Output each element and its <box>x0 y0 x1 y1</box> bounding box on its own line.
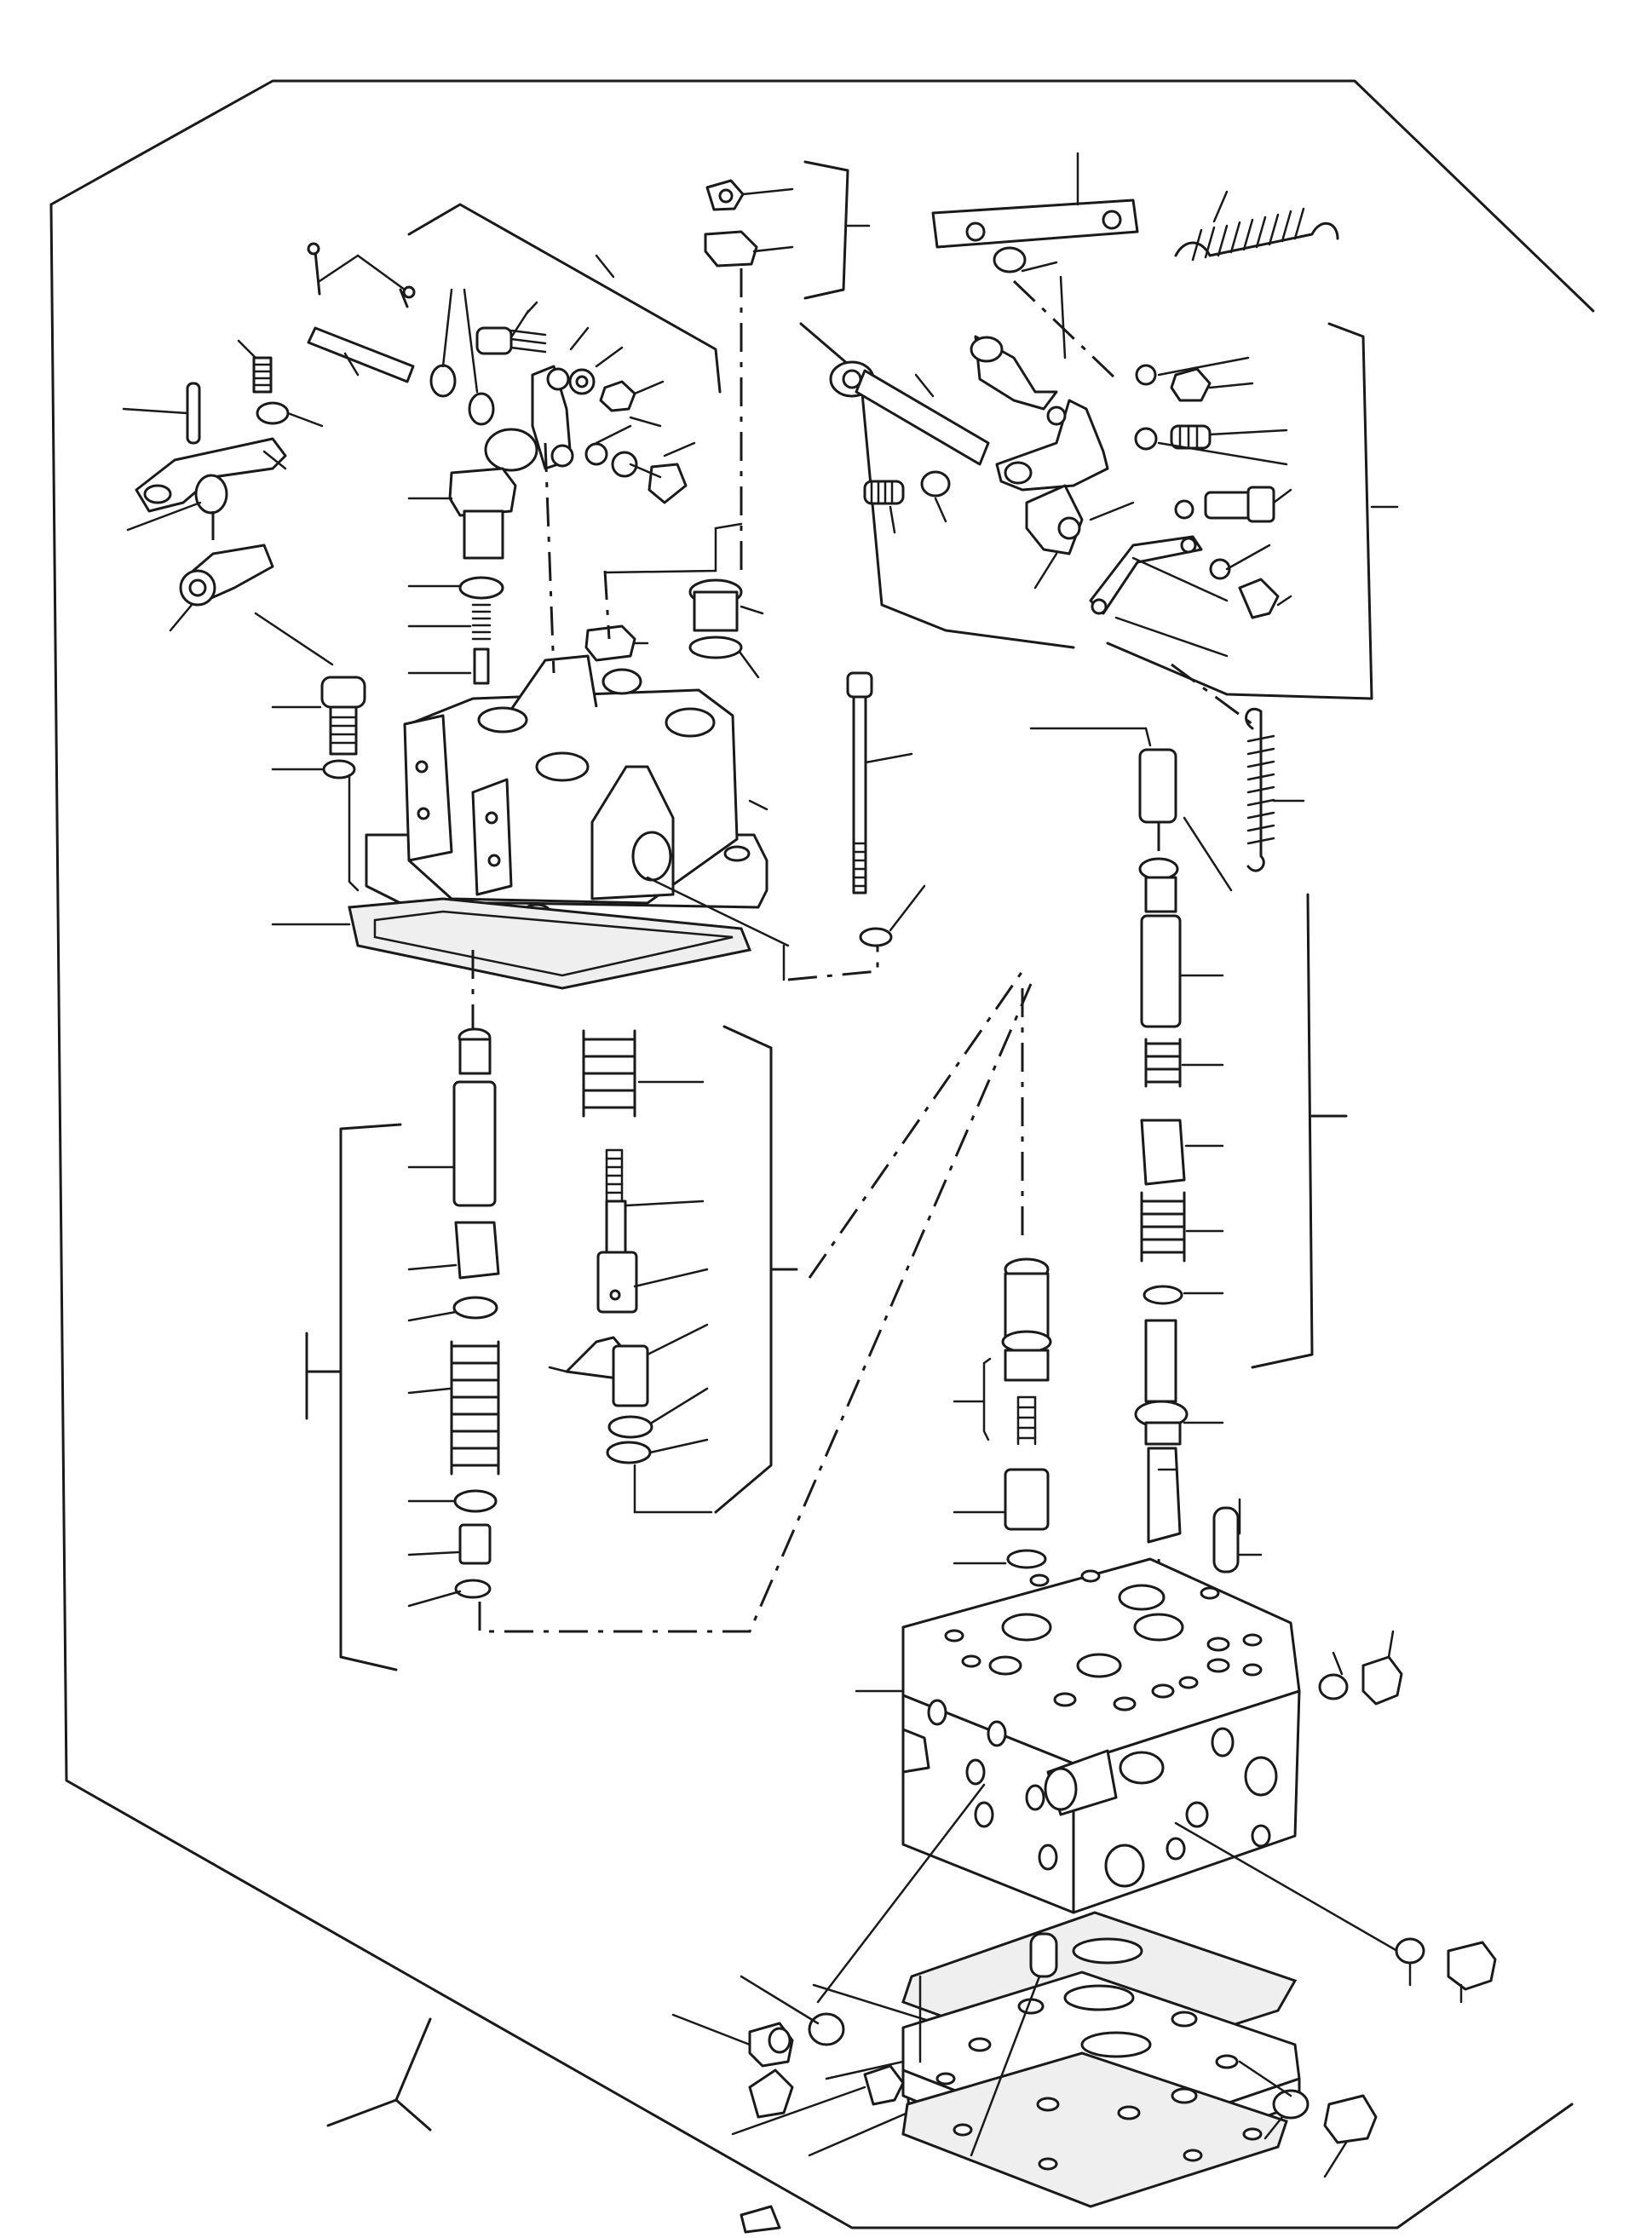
check-valve <box>1004 1272 1050 1339</box>
cotter-pin <box>314 250 321 296</box>
coil-spring <box>1140 1200 1186 1254</box>
washer <box>1209 558 1231 580</box>
spool-sleeve <box>596 1251 638 1314</box>
cage-nut <box>704 230 758 268</box>
washer <box>1174 499 1194 520</box>
tie-bolt-head <box>846 671 873 699</box>
washer <box>1143 1285 1183 1305</box>
o-ring <box>808 2012 845 2046</box>
washer <box>859 927 893 947</box>
spool-stem <box>605 1200 627 1254</box>
cotter-pin <box>399 288 409 308</box>
roller <box>429 364 457 398</box>
o-ring <box>688 636 743 659</box>
hex-bolt <box>1323 2094 1378 2144</box>
hex-bolt-head <box>648 463 688 504</box>
spool-end <box>1147 1447 1182 1544</box>
washer <box>607 1415 653 1439</box>
washer <box>611 451 638 478</box>
valve-body <box>855 1498 1301 1914</box>
hex-nut <box>599 380 636 412</box>
o-ring <box>458 576 504 600</box>
spool <box>452 1080 497 1207</box>
socket-head-screw <box>320 676 366 709</box>
hex-bolt <box>475 326 513 355</box>
clip-nut <box>256 401 290 425</box>
plug-bolt <box>448 467 517 517</box>
spring-retainer <box>458 1523 492 1565</box>
roller <box>468 392 495 426</box>
cover-gasket <box>348 897 752 990</box>
washer <box>1272 2089 1310 2120</box>
plug-screw <box>1361 1655 1403 1706</box>
cover-boss <box>505 654 598 716</box>
pivot-shaft <box>855 369 990 466</box>
upper-control-linkage-left <box>307 203 722 504</box>
washer <box>453 1489 498 1513</box>
bottom-left-callout <box>326 2017 432 2132</box>
dowel-pin <box>186 382 201 445</box>
washer <box>1318 1673 1349 1700</box>
lower-gasket-plate-stack <box>825 1911 1378 2208</box>
washer <box>322 759 356 780</box>
hex-bolt-head <box>1238 578 1280 619</box>
set-screw <box>252 356 273 394</box>
detent-ball-housing <box>612 1344 649 1407</box>
center-spring-assembly <box>548 1025 798 1514</box>
coil-spring <box>450 1344 500 1467</box>
extension-spring <box>1174 222 1339 257</box>
washer <box>1135 364 1157 386</box>
cap-screw <box>584 624 636 662</box>
hex-bolt <box>1204 491 1254 520</box>
linkage-pin <box>307 326 415 383</box>
hex-nut <box>1170 367 1212 402</box>
coil-spring <box>1144 1042 1182 1084</box>
tie-bolt <box>852 695 867 895</box>
washer <box>584 442 608 466</box>
spring-seat <box>1140 1119 1186 1186</box>
assembly-boundary-frame <box>49 79 1595 2229</box>
plug-shank <box>463 509 504 560</box>
plug-screw <box>863 2064 905 2106</box>
spool-rod <box>1144 1319 1177 1403</box>
snap-ring <box>606 1441 652 1464</box>
spring-seat <box>454 1221 500 1280</box>
spool <box>1140 914 1182 1028</box>
center-small-spool <box>808 970 1263 1574</box>
left-lever-parts <box>122 339 334 666</box>
dowel-pin <box>1212 1506 1240 1574</box>
washer <box>452 1296 498 1320</box>
washer <box>1395 1937 1425 1965</box>
set-screw <box>1170 424 1212 450</box>
plunger <box>1004 1468 1050 1531</box>
set-screw <box>863 480 905 505</box>
nut <box>920 470 951 498</box>
washer <box>1134 427 1158 451</box>
poppet <box>473 647 490 685</box>
right-spool-assembly <box>1029 727 1348 1602</box>
snap-ring <box>454 1579 492 1599</box>
coil-spring <box>582 1038 636 1109</box>
upper-control-linkage-right <box>704 152 1399 872</box>
hex-bolt <box>1447 1941 1497 1991</box>
spool-cap <box>1138 748 1177 824</box>
washer <box>1006 1549 1047 1569</box>
left-spool-assembly <box>305 950 1033 1671</box>
valve-cover-housing <box>271 442 926 990</box>
extension-spring <box>1245 708 1265 872</box>
dowel-pin <box>1029 1932 1058 1978</box>
